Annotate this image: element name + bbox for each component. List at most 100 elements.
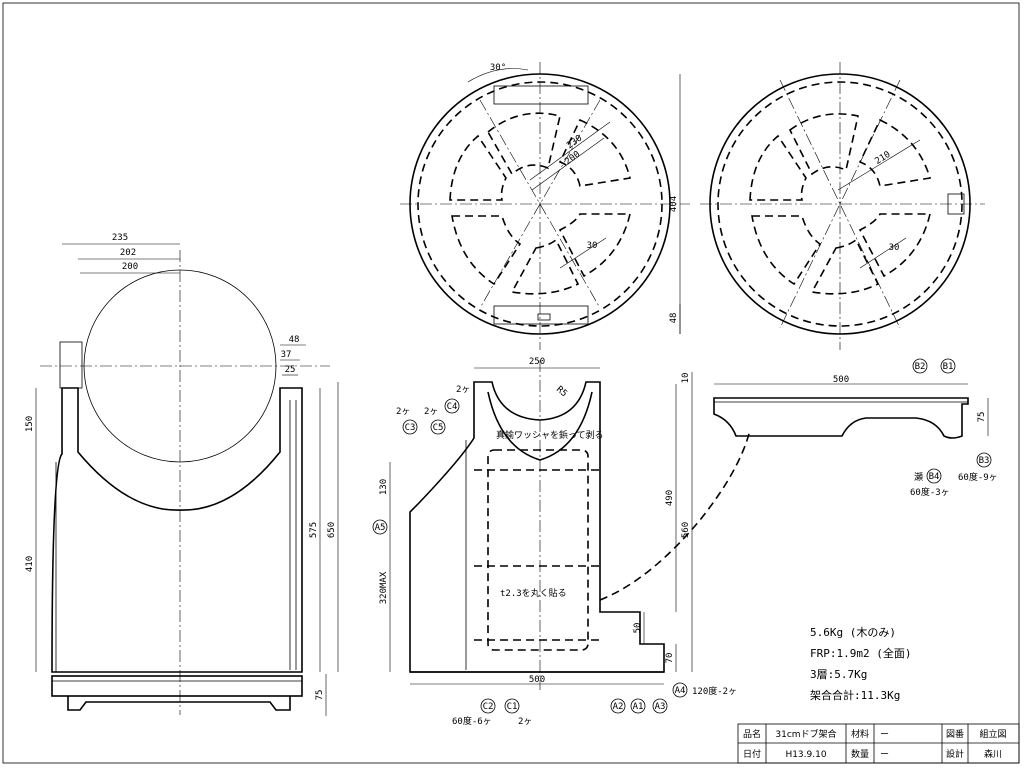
title-block-label: 日付 bbox=[743, 749, 761, 760]
c-note-count: 2ヶ bbox=[518, 717, 532, 727]
dimension-label: 150 bbox=[25, 416, 35, 432]
balloon-label: A5 bbox=[375, 523, 386, 533]
title-block-label: 品名 bbox=[743, 728, 761, 740]
balloon-label: C3 bbox=[405, 423, 416, 433]
dimension-label: 202 bbox=[120, 248, 136, 258]
balloon bbox=[402, 419, 418, 435]
balloon-label: A2 bbox=[613, 702, 624, 712]
glue-note: t2.3を丸く貼る bbox=[500, 587, 567, 599]
dimension-label: 250 bbox=[529, 357, 545, 367]
dimension-arc bbox=[467, 68, 529, 83]
balloon-label: C1 bbox=[507, 702, 518, 712]
dimension-line bbox=[859, 237, 907, 269]
spec-line: FRP:1.9m2 (全面) bbox=[810, 646, 911, 660]
title-block-value: 組立図 bbox=[979, 728, 1006, 740]
front-balloons: A5 C3 C5 C4 C2 C1 A2 A1 A3 A4 120度-2ヶ 60… bbox=[372, 398, 737, 727]
top-view-alt: 210 30 bbox=[700, 62, 985, 350]
balloon-label: A3 bbox=[655, 702, 666, 712]
foot-profile bbox=[713, 397, 969, 439]
balloon-label: C4 bbox=[447, 402, 458, 412]
spoke-windows bbox=[449, 112, 632, 295]
dimension-line bbox=[531, 137, 605, 191]
dimension-label: 10 bbox=[681, 373, 691, 384]
side-view-base bbox=[51, 675, 303, 697]
title-block-value: 森川 bbox=[984, 748, 1002, 760]
spec-line: 3層:5.7Kg bbox=[810, 668, 867, 681]
dimension-label: 30 bbox=[587, 241, 598, 251]
side-view-tab bbox=[59, 341, 83, 389]
title-block-frame bbox=[737, 723, 1020, 764]
balloon bbox=[430, 419, 446, 435]
foot-section: 500 75 B2 B1 B4 瀬 B3 60度-9ヶ 60度-3ヶ bbox=[713, 358, 998, 498]
dimension-label: 200 bbox=[563, 150, 582, 168]
dimension-label: R5 bbox=[554, 385, 569, 400]
a4-note: 120度-2ヶ bbox=[692, 685, 737, 697]
balloon bbox=[630, 698, 646, 714]
dimension-label: 500 bbox=[529, 675, 545, 685]
balloon bbox=[372, 519, 388, 535]
dimension-label: 410 bbox=[25, 556, 35, 572]
c-note: 60度-6ヶ bbox=[452, 715, 492, 727]
dimension-label: 404 bbox=[669, 196, 679, 212]
balloon bbox=[480, 698, 496, 714]
b3-note: 60度-9ヶ bbox=[958, 471, 998, 483]
side-view: 235 202 200 48 37 25 150 410 575 650 75 bbox=[25, 233, 339, 716]
title-block-label: 図番 bbox=[946, 728, 964, 740]
side-view-body bbox=[51, 387, 303, 673]
dimension-label: 320MAX bbox=[379, 571, 389, 604]
b4-note: 60度-3ヶ bbox=[910, 486, 950, 498]
dimension-label: 490 bbox=[665, 490, 675, 506]
title-block-value: 31cmドブ架合 bbox=[775, 728, 836, 740]
dimension-label: 2ヶ bbox=[424, 407, 438, 417]
side-view-foot bbox=[67, 696, 291, 711]
title-block-value: ー bbox=[880, 730, 889, 740]
dimension-label: 650 bbox=[327, 522, 337, 538]
balloon bbox=[504, 698, 520, 714]
spec-line: 5.6Kg (木のみ) bbox=[810, 626, 896, 639]
front-hidden-window bbox=[487, 449, 589, 651]
dimension-label: 30 bbox=[889, 243, 900, 253]
balloon bbox=[672, 682, 688, 698]
top-tab bbox=[493, 85, 589, 105]
balloon-label: B4 bbox=[929, 472, 940, 482]
front-view: 250 10 2ヶ 2ヶ 2ヶ 130 320MAX 490 560 50 70… bbox=[379, 357, 751, 690]
dimension-label: 37 bbox=[281, 350, 292, 360]
side-notch bbox=[947, 193, 965, 215]
dimension-label: 48 bbox=[289, 335, 300, 345]
balloon-label: C5 bbox=[433, 423, 444, 433]
dimension-label: 48 bbox=[669, 313, 679, 324]
dimension-label: 200 bbox=[122, 262, 138, 272]
front-view-body bbox=[409, 381, 665, 673]
balloon-label: A1 bbox=[633, 702, 644, 712]
dimension-label: 25 bbox=[285, 365, 296, 375]
dimension-label: 210 bbox=[873, 150, 892, 167]
title-block-label: 材料 bbox=[851, 728, 869, 740]
dimension-label: 75 bbox=[977, 412, 987, 423]
balloon-label: C2 bbox=[483, 702, 494, 712]
balloon-label: B2 bbox=[915, 362, 926, 372]
dimension-label: 50 bbox=[633, 623, 643, 634]
balloon bbox=[610, 698, 626, 714]
dimension-label: 2ヶ bbox=[456, 385, 470, 395]
balloon-label: B3 bbox=[979, 456, 990, 466]
dimension-label: 230 bbox=[565, 134, 584, 152]
balloon bbox=[912, 358, 928, 374]
dimension-label: 560 bbox=[681, 522, 691, 538]
balloon-label: A4 bbox=[675, 686, 686, 696]
b4-edge-note: 瀬 bbox=[914, 471, 923, 483]
title-block-value: ー bbox=[880, 750, 889, 760]
dimension-line bbox=[837, 139, 921, 191]
balloon bbox=[976, 452, 992, 468]
balloon bbox=[940, 358, 956, 374]
dimension-label: 75 bbox=[315, 690, 325, 701]
title-block: 品名 31cmドブ架合 材料 ー 図番 組立図 日付 H13.9.10 数量 ー… bbox=[737, 723, 1020, 764]
dimension-label: 70 bbox=[665, 653, 675, 664]
title-block-label: 数量 bbox=[851, 748, 869, 760]
dimension-line bbox=[529, 121, 611, 181]
center-line bbox=[779, 79, 901, 329]
dimension-label: 575 bbox=[309, 522, 319, 538]
bottom-slot bbox=[537, 313, 551, 321]
balloon bbox=[652, 698, 668, 714]
